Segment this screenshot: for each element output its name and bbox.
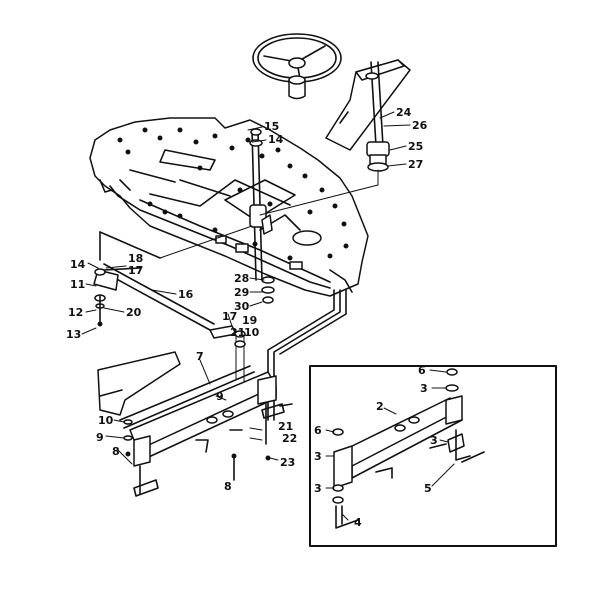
callout-14: 14 — [70, 258, 86, 271]
callout-5: 5 — [424, 482, 432, 495]
callout-11: 11 — [70, 278, 85, 291]
linkage-rods — [234, 289, 347, 421]
callout-8: 8 — [112, 445, 120, 458]
callout-22: 22 — [282, 432, 297, 445]
inset-axle-detail — [309, 365, 557, 547]
callout-10: 10 — [98, 414, 114, 427]
callout-10: 10 — [244, 326, 260, 339]
callout-9: 9 — [96, 431, 104, 444]
chassis-frame — [89, 117, 369, 297]
callout-28: 28 — [234, 272, 249, 285]
callout-2: 2 — [376, 400, 384, 413]
callout-9: 9 — [216, 390, 224, 403]
callout-3: 3 — [314, 450, 322, 463]
callout-12: 12 — [68, 306, 83, 319]
callout-26: 26 — [412, 119, 428, 132]
callout-7: 7 — [196, 350, 204, 363]
callout-24: 24 — [396, 106, 412, 119]
callout-20: 20 — [126, 306, 142, 319]
front-axle-assembly — [97, 351, 293, 497]
drag-link — [93, 231, 237, 339]
callout-17: 17 — [222, 310, 237, 323]
callout-8: 8 — [224, 480, 232, 493]
steering-shaft — [159, 128, 379, 304]
callout-30: 30 — [234, 300, 250, 313]
callout-14: 14 — [268, 133, 284, 146]
callout-18: 18 — [128, 252, 143, 265]
callout-27: 27 — [408, 158, 423, 171]
callout-29: 29 — [234, 286, 249, 299]
callout-17: 17 — [128, 264, 143, 277]
leader-lines — [81, 111, 455, 521]
steering-column-assembly — [325, 59, 411, 186]
callout-4: 4 — [354, 516, 362, 529]
callout-6: 6 — [314, 424, 322, 437]
callout-15: 15 — [264, 120, 279, 133]
callout-25: 25 — [408, 140, 423, 153]
callout-19: 19 — [242, 314, 257, 327]
steering-wheel — [252, 33, 342, 100]
callout-16: 16 — [178, 288, 194, 301]
callout-3: 3 — [430, 434, 438, 447]
callout-3: 3 — [420, 382, 428, 395]
callout-3: 3 — [314, 482, 322, 495]
callout-6: 6 — [418, 364, 426, 377]
callout-13: 13 — [66, 328, 81, 341]
callout-labels: 15 14 24 26 25 27 14 18 17 11 16 12 20 1… — [66, 106, 438, 529]
callout-21: 21 — [230, 326, 245, 339]
callout-23: 23 — [280, 456, 295, 469]
callout-21: 21 — [278, 420, 293, 433]
